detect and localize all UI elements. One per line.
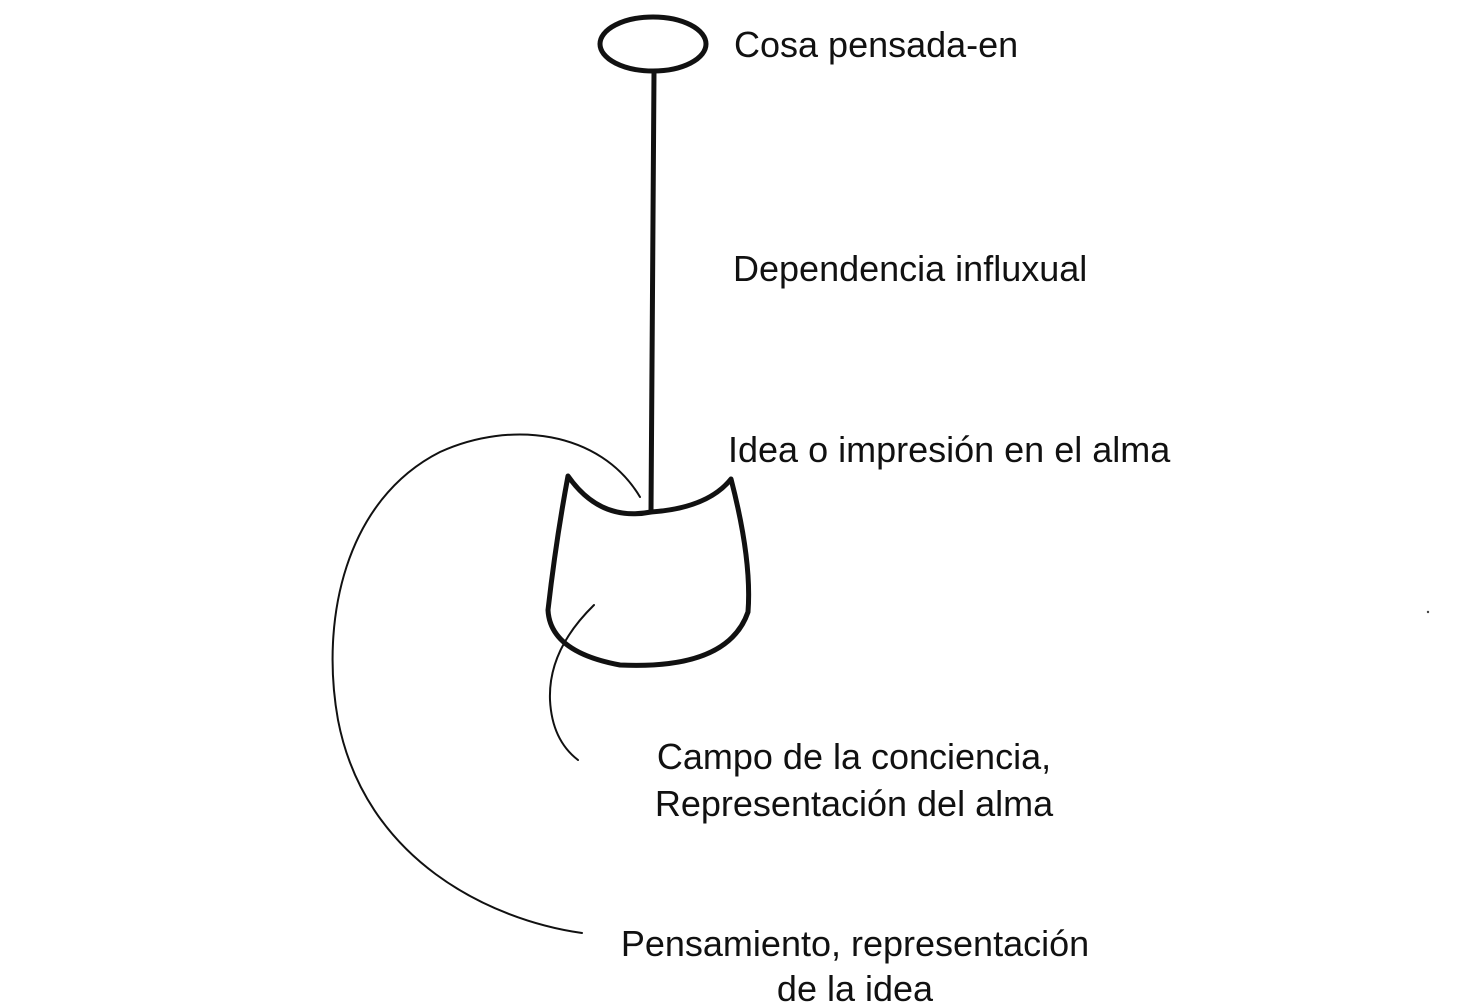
campo-pointer-curve bbox=[548, 604, 595, 761]
pensamiento-arc bbox=[331, 433, 641, 934]
dependency-line bbox=[648, 69, 657, 515]
label-campo-line1: Campo de la conciencia, bbox=[657, 736, 1051, 777]
stray-dot bbox=[1426, 610, 1430, 614]
label-campo-line2: Representación del alma bbox=[655, 783, 1054, 824]
label-pensamiento-line1: Pensamiento, representación bbox=[621, 923, 1089, 964]
label-pensamiento-line2: de la idea bbox=[777, 968, 934, 1008]
label-cosa-pensada: Cosa pensada-en bbox=[734, 24, 1018, 65]
consciousness-cup bbox=[545, 473, 752, 668]
label-idea-impresion: Idea o impresión en el alma bbox=[728, 429, 1171, 470]
thing-ellipse bbox=[597, 14, 709, 74]
label-dependencia: Dependencia influxual bbox=[733, 248, 1087, 289]
